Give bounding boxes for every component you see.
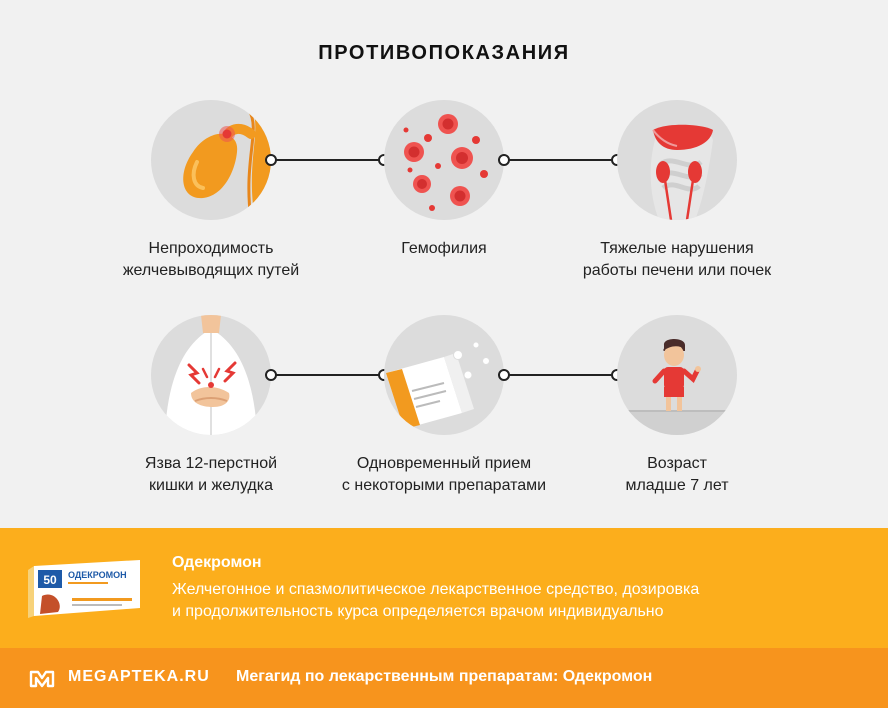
contraindication-label: Тяжелые нарушения работы печени или поче… (582, 240, 772, 279)
blood-cells-icon (384, 100, 504, 220)
connector-dot (498, 369, 510, 381)
gallbladder-icon (151, 100, 271, 220)
child-icon (617, 315, 737, 435)
product-description: Желчегонное и спазмолитическое лекарстве… (172, 581, 700, 620)
page-title: ПРОТИВОПОКАЗАНИЯ (318, 42, 570, 64)
connector-dot (265, 369, 277, 381)
liver-kidneys-icon (617, 100, 737, 220)
product-name: Одекромон (172, 554, 262, 571)
medicine-package-image: 50 ОДЕКРОМОН (28, 560, 140, 618)
package-brand: ОДЕКРОМОН (68, 570, 127, 580)
connector-dot (265, 154, 277, 166)
product-info-band: 50 ОДЕКРОМОН Одекромон Желчегонное и спа… (0, 528, 888, 648)
contraindications-row-1: Непроходимость желчевыводящих путей Гемо… (0, 100, 888, 279)
package-count: 50 (43, 573, 57, 587)
contraindication-label: Возраст младше 7 лет (625, 455, 729, 494)
footer-caption: Мегагид по лекарственным препаратам: Оде… (236, 668, 653, 685)
contraindication-label: Гемофилия (401, 240, 487, 257)
stomach-pain-icon (151, 315, 271, 435)
connector-line (275, 159, 381, 161)
connector-line (275, 374, 381, 376)
pills-box-icon (384, 315, 504, 435)
connector-line (508, 374, 614, 376)
contraindications-row-2: Язва 12-перстной кишки и желудка Одновре… (0, 315, 888, 494)
megapteka-logo-icon[interactable] (28, 666, 56, 690)
connector-line (508, 159, 614, 161)
footer-bar: MEGAPTEKA.RU Мегагид по лекарственным пр… (0, 648, 888, 708)
contraindication-label: Язва 12-перстной кишки и желудка (144, 455, 278, 494)
connector-dot (498, 154, 510, 166)
site-logo-text[interactable]: MEGAPTEKA.RU (68, 668, 210, 685)
contraindication-label: Одновременный прием с некоторыми препара… (341, 455, 547, 494)
contraindication-label: Непроходимость желчевыводящих путей (122, 240, 300, 279)
